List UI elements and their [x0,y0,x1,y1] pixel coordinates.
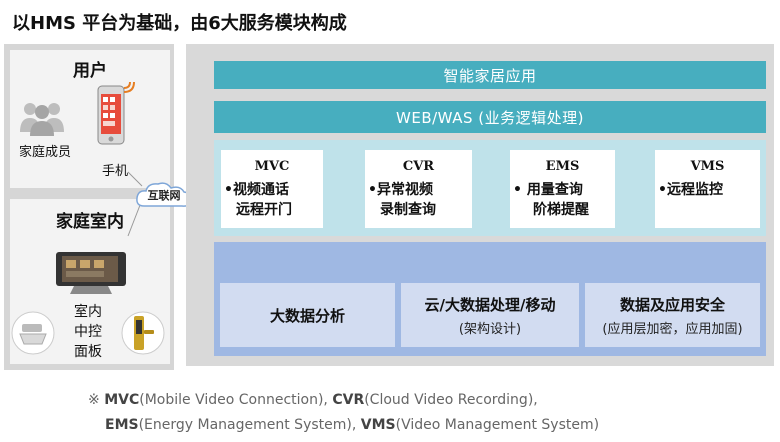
service-line: 阶梯提醒 [533,202,589,218]
home-title: 家庭室内 [56,212,124,232]
platform-data-security: 数据及应用安全 (应用层加密，应用加固) [585,283,760,347]
indoor-panel-label-line: 中控 [74,324,102,340]
smartphone-icon [97,81,135,145]
indoor-panel-label-line: 面板 [74,344,102,360]
phone-label: 手机 [101,164,128,179]
footnote-full: (Energy Management System), [138,417,357,433]
service-description: •异常视频 录制查询 [365,180,472,220]
platform-title: 数据及应用安全 [619,295,725,314]
service-module-mvc: MVC •视频通话 远程开门 [221,150,323,228]
door-lock-icon [121,311,165,355]
footnote-full: (Video Management System) [395,417,600,433]
sensor-icon [11,311,55,355]
page-title: 以HMS 平台为基础，由6大服务模块构成 [12,13,347,34]
platform-big-data-analysis: 大数据分析 [220,283,395,347]
platform-title: 大数据分析 [269,306,345,325]
family-members-label: 家庭成员 [18,145,71,160]
footnote-mark: ※ [88,392,100,408]
platform-title: 云/大数据处理/移动 [424,295,556,314]
service-module-ems: EMS • 用量查询 阶梯提醒 [510,150,615,228]
service-description: • 用量查询 阶梯提醒 [510,180,615,220]
service-line: •视频通话 [224,182,289,198]
footnote-abbr: VMS [360,417,396,433]
service-description: •视频通话 远程开门 [221,180,323,220]
service-line: •远程监控 [658,182,723,198]
indoor-panel-label: 室内 中控 面板 [70,302,106,362]
footnote-abbr: CVR [332,392,365,408]
service-line: •异常视频 [368,182,433,198]
platform-subtitle: (应用层加密，应用加固) [602,321,743,337]
service-name: MVC [254,159,290,174]
service-name: VMS [690,159,725,174]
control-panel-icon [56,252,126,294]
footnote-abbr: MVC [104,392,140,408]
footnote-line-2: EMS(Energy Management System), VMS(Video… [105,413,599,437]
web-was-bar: WEB/WAS (业务逻辑处理) [214,101,766,133]
user-title: 用户 [73,61,107,81]
service-line: • 用量查询 [513,182,583,198]
footnote-abbr: EMS [105,417,139,433]
service-module-cvr: CVR •异常视频 录制查询 [365,150,472,228]
footnote-line-1: ※ MVC(Mobile Video Connection), CVR(Clou… [88,388,538,412]
family-members-icon [20,103,64,136]
user-box: 用户 [10,50,170,188]
footnote-full: (Cloud Video Recording), [364,392,538,408]
service-line: 录制查询 [380,202,436,218]
service-description: •远程监控 [655,180,760,200]
platform-subtitle: (架构设计) [458,321,522,337]
service-name: CVR [402,159,435,174]
internet-cloud-label: 互联网 [147,189,181,202]
service-module-vms: VMS •远程监控 [655,150,760,228]
service-line: 远程开门 [236,202,292,218]
platform-cloud-processing: 云/大数据处理/移动 (架构设计) [401,283,579,347]
smart-home-app-bar: 智能家居应用 [214,61,766,89]
indoor-panel-label-line: 室内 [74,304,102,320]
footnote-full: (Mobile Video Connection), [139,392,328,408]
connector-lines [127,171,143,237]
service-name: EMS [545,159,580,174]
